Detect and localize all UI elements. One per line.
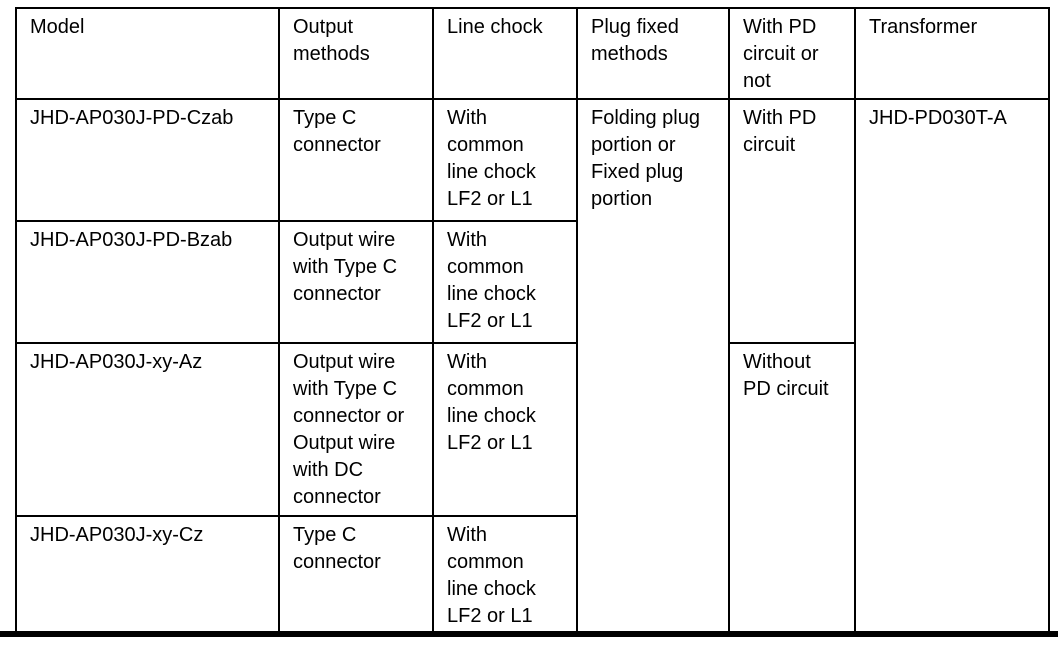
cell-plug-fixed-methods-merged: Folding plug portion or Fixed plug porti… bbox=[576, 98, 730, 633]
cell-output-methods-4: Type C connector bbox=[278, 515, 434, 633]
cell-output-methods-2: Output wire with Type C connector bbox=[278, 220, 434, 344]
product-spec-table: Model Output methods Line chock Plug fix… bbox=[15, 7, 1050, 633]
col-header-with-pd-circuit: With PD circuit or not bbox=[728, 7, 856, 100]
cell-model-4: JHD-AP030J-xy-Cz bbox=[15, 515, 280, 633]
cell-model-3: JHD-AP030J-xy-Az bbox=[15, 342, 280, 517]
cell-transformer-merged: JHD-PD030T-A bbox=[854, 98, 1050, 633]
table-row: JHD-AP030J-PD-Bzab Output wire with Type… bbox=[15, 220, 1049, 344]
table-row: JHD-AP030J-PD-Czab Type C connector With… bbox=[15, 98, 1050, 633]
col-header-plug-fixed-methods: Plug fixed methods bbox=[576, 7, 730, 100]
cell-line-chock-4: With common line chock LF2 or L1 bbox=[432, 515, 578, 633]
table-header-row: Model Output methods Line chock Plug fix… bbox=[15, 7, 1050, 100]
cell-line-chock-1: With common line chock LF2 or L1 bbox=[432, 98, 578, 222]
table-row: JHD-AP030J-xy-Cz Type C connector With c… bbox=[15, 515, 1049, 633]
page-bottom-rule bbox=[0, 631, 1058, 637]
cell-without-pd-circuit-merged: Without PD circuit bbox=[728, 342, 856, 633]
col-header-line-chock: Line chock bbox=[432, 7, 578, 100]
cell-line-chock-2: With common line chock LF2 or L1 bbox=[432, 220, 578, 344]
cell-with-pd-circuit-merged: With PD circuit bbox=[728, 98, 856, 344]
cell-output-methods-1: Type C connector bbox=[278, 98, 434, 222]
cell-model-1: JHD-AP030J-PD-Czab bbox=[15, 98, 280, 222]
cell-output-methods-3: Output wire with Type C connector or Out… bbox=[278, 342, 434, 517]
col-header-model: Model bbox=[15, 7, 280, 100]
col-header-transformer: Transformer bbox=[854, 7, 1050, 100]
cell-line-chock-3: With common line chock LF2 or L1 bbox=[432, 342, 578, 517]
cell-model-2: JHD-AP030J-PD-Bzab bbox=[15, 220, 280, 344]
col-header-output-methods: Output methods bbox=[278, 7, 434, 100]
